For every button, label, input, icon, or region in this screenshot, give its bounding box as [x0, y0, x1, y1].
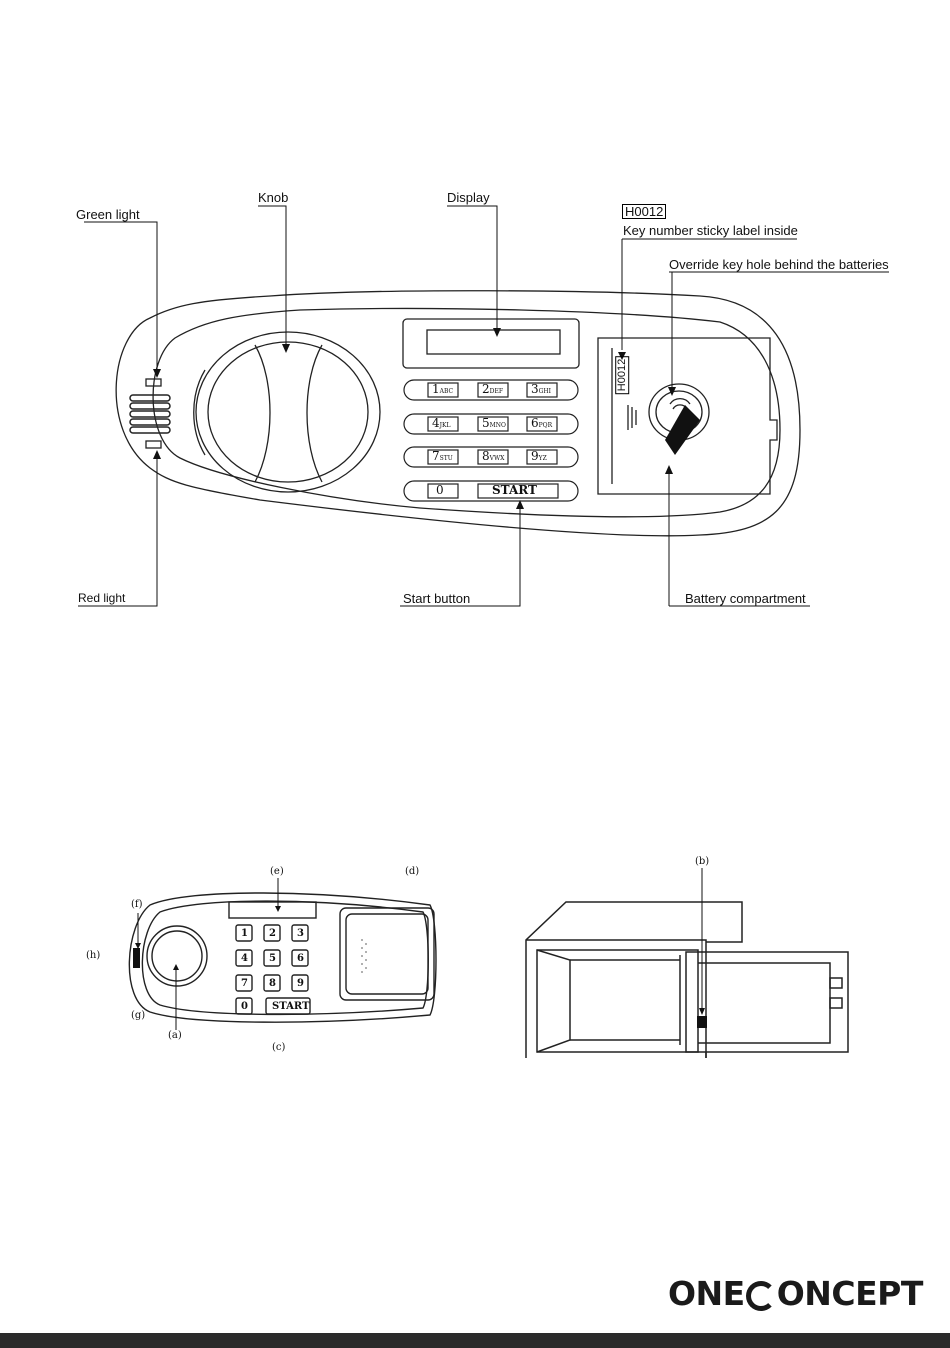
fig-label-c: (c) — [272, 1042, 285, 1053]
small-key-9: 9 — [297, 978, 304, 989]
small-key-start: START — [272, 1001, 309, 1012]
small-key-8: 8 — [269, 978, 276, 989]
fig-label-e: (e) — [270, 866, 284, 877]
small-key-1: 1 — [241, 928, 248, 939]
logo-text-one: ONE — [668, 1274, 745, 1313]
fig-label-a: (a) — [168, 1030, 182, 1041]
fig-label-f: (f) — [131, 899, 143, 910]
logo-text-oncept: ONCEPT — [777, 1274, 923, 1313]
fig-label-d: (d) — [405, 866, 419, 877]
logo-c-icon — [746, 1281, 776, 1311]
small-key-7: 7 — [241, 978, 248, 989]
small-key-0: 0 — [241, 1001, 248, 1012]
small-key-4: 4 — [241, 953, 248, 964]
fig-label-h: (h) — [86, 950, 100, 961]
fig-label-b: (b) — [695, 856, 709, 867]
small-key-5: 5 — [269, 953, 276, 964]
small-key-3: 3 — [297, 928, 304, 939]
footer-bar — [0, 1333, 950, 1348]
small-key-6: 6 — [297, 953, 304, 964]
small-key-2: 2 — [269, 928, 276, 939]
brand-logo: ONE ONCEPT — [668, 1274, 923, 1313]
fig-label-g: (g) — [131, 1010, 145, 1021]
